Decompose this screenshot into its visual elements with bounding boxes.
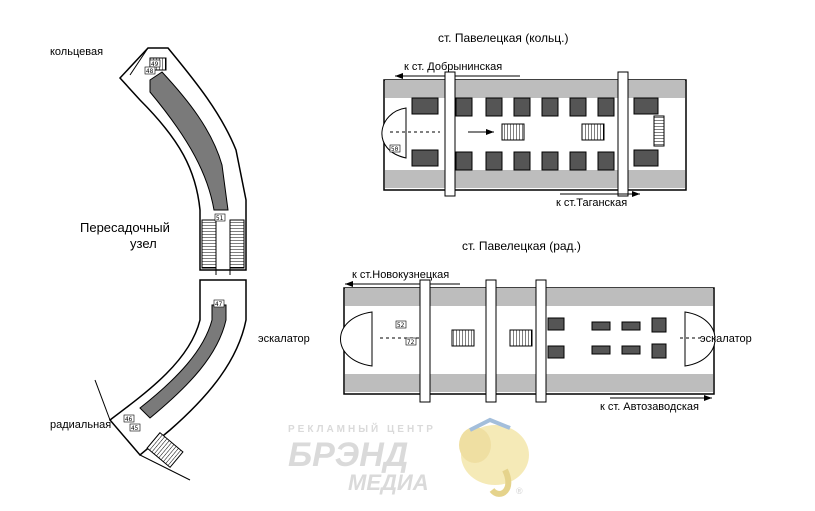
ring-line-label: кольцевая [50, 46, 103, 58]
watermark-mark: ® [516, 486, 523, 496]
car-number-box: 51 [214, 213, 226, 222]
svg-text:72: 72 [407, 339, 415, 346]
brand-watermark: РЕКЛАМНЫЙ ЦЕНТР БРЭНД МЕДИА ® [288, 417, 529, 497]
ring-stairs-end [653, 115, 665, 147]
hub-passage-right [229, 219, 245, 269]
escalator-label-left: эскалатор [258, 333, 310, 345]
radial-passage-3 [535, 279, 547, 403]
watermark-line2: БРЭНД [288, 436, 408, 474]
radial-direction-south: к ст. Автозаводская [600, 401, 699, 413]
car-number-box: 47 [213, 299, 225, 308]
svg-text:50: 50 [391, 146, 399, 153]
car-number-box: 48 [144, 66, 156, 75]
radial-passage-2 [485, 279, 497, 403]
svg-text:47: 47 [215, 301, 223, 308]
car-number-box: 50 [389, 144, 401, 153]
radial-line-label: радиальная [50, 419, 111, 431]
car-number-box: 45 [129, 423, 141, 432]
ring-platform [149, 71, 229, 211]
ring-track-bottom [385, 170, 685, 188]
radial-escalator-right [509, 329, 533, 347]
radial-station-scheme: ст. Павелецкая (рад.) к ст.Новокузнецкая… [258, 239, 752, 413]
svg-text:51: 51 [216, 215, 224, 222]
ring-station-title: ст. Павелецкая (кольц.) [438, 31, 568, 45]
radial-escalator-left [451, 329, 475, 347]
ring-passage-right [617, 71, 629, 197]
svg-text:52: 52 [397, 322, 405, 329]
svg-text:49: 49 [151, 61, 159, 68]
svg-text:45: 45 [131, 425, 139, 432]
ring-columns [411, 97, 659, 171]
elephant-logo-icon [459, 417, 529, 497]
car-number-box: 72 [405, 337, 417, 346]
car-number-box: 46 [123, 414, 135, 423]
radial-station-title: ст. Павелецкая (рад.) [462, 239, 581, 253]
radial-track-bottom [345, 374, 713, 392]
escalator-label-right: эскалатор [700, 333, 752, 345]
ring-escalator-right [581, 123, 605, 141]
radial-wall-blocks [547, 317, 667, 359]
radial-platform [139, 304, 227, 419]
ring-direction-south: к ст.Таганская [556, 197, 627, 209]
ring-escalator-left [501, 123, 525, 141]
svg-text:48: 48 [146, 68, 154, 75]
radial-passage-1 [419, 279, 431, 403]
hub-passage-left [201, 219, 217, 269]
car-number-box: 52 [395, 320, 407, 329]
radial-hall-end-right [684, 311, 716, 367]
ring-passage-left [444, 71, 456, 197]
svg-text:46: 46 [125, 416, 133, 423]
radial-hall-end-left [340, 311, 373, 367]
transfer-hub-scheme: 49 48 51 47 46 45 кольцевая радиальная П… [50, 46, 247, 481]
radial-direction-north: к ст.Новокузнецкая [352, 269, 449, 281]
radial-stairs-bottom [146, 431, 184, 469]
watermark-line3: МЕДИА [348, 470, 429, 495]
radial-track-top [345, 288, 713, 306]
ring-track-top [385, 80, 685, 98]
hub-label-line1: Пересадочный [80, 220, 170, 235]
ring-station-scheme: ст. Павелецкая (кольц.) к ст. Добрынинск… [381, 31, 687, 209]
ring-direction-north: к ст. Добрынинская [404, 61, 502, 73]
hub-label-line2: узел [130, 236, 157, 251]
watermark-line1: РЕКЛАМНЫЙ ЦЕНТР [288, 422, 436, 435]
ring-tunnel-outline [118, 47, 247, 271]
